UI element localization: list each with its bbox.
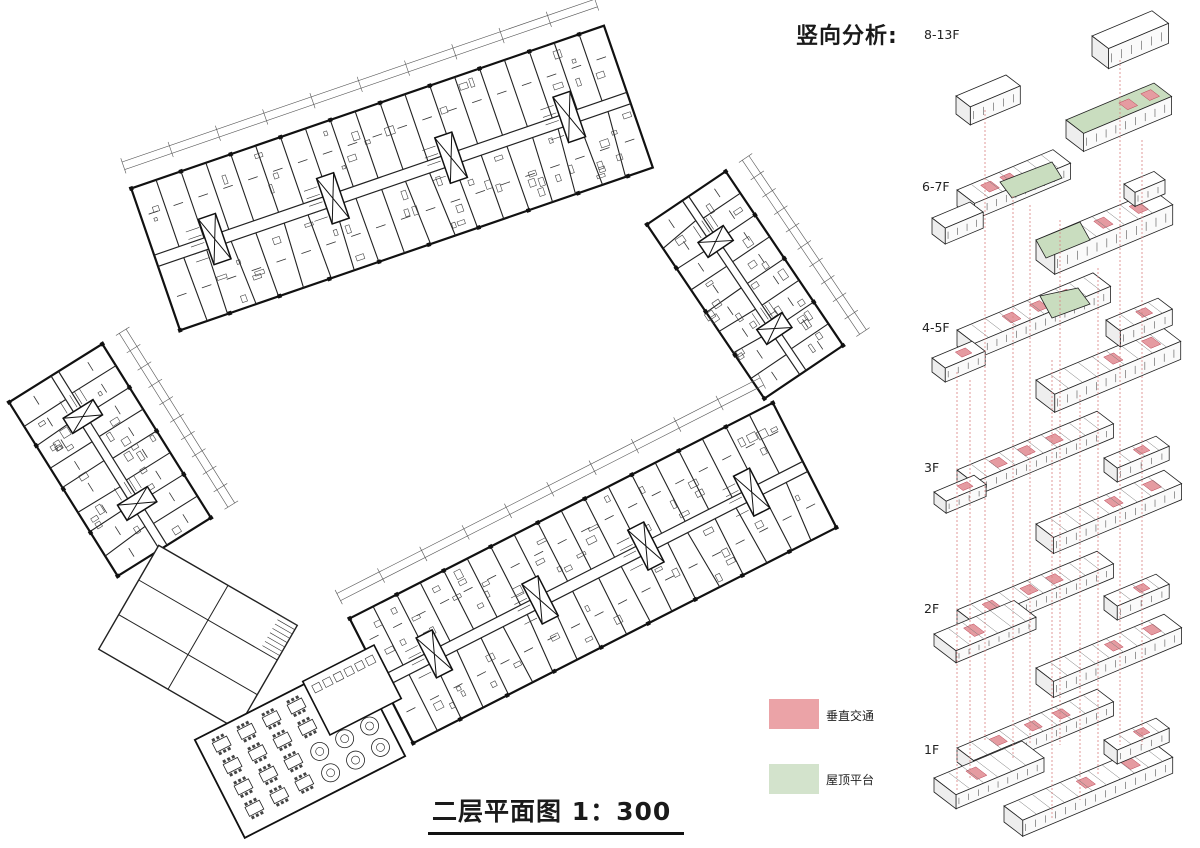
- east-wing: [644, 153, 870, 402]
- axo-6-7f-roof: [999, 161, 1063, 199]
- axo-8-13f-block-c: [1065, 82, 1173, 153]
- axo-8-13f-tower-b: [955, 74, 1022, 126]
- circulation-core: [1140, 336, 1162, 349]
- axo-1f-podium: [933, 740, 1045, 810]
- circulation-core: [954, 347, 973, 358]
- circulation-core: [1132, 445, 1151, 455]
- south-wing: [334, 374, 840, 746]
- legend-label-circulation: 垂直交通: [826, 709, 875, 723]
- circulation-core: [1001, 311, 1022, 324]
- circulation-core: [1103, 639, 1124, 652]
- circulation-core: [1142, 479, 1163, 492]
- axo-6-7f-roof-b: [1035, 221, 1091, 259]
- circulation-core: [956, 481, 974, 491]
- axo-6-7f-small: [931, 201, 984, 245]
- circulation-core: [1051, 708, 1071, 720]
- floor-label-8-13f: 8-13F: [924, 27, 960, 42]
- circulation-core: [1103, 495, 1124, 508]
- axo-6-7f-cap: [1123, 170, 1166, 208]
- stair-core: [303, 171, 351, 225]
- circulation-core: [1093, 216, 1114, 229]
- axo-2f-block-b: [1035, 613, 1183, 699]
- stair-core: [113, 475, 158, 522]
- axo-4-5f-cap: [1105, 297, 1174, 348]
- connector-block: [301, 644, 403, 736]
- axo-3f-block-a: [956, 410, 1115, 498]
- circulation-core: [1118, 98, 1139, 111]
- stair-core: [693, 214, 735, 259]
- stair-core: [751, 301, 794, 346]
- axo-4-5f-roof: [1039, 287, 1091, 319]
- axo-4-5f-block-b: [1035, 326, 1182, 414]
- legend-swatch-circulation: [769, 699, 819, 729]
- circulation-core: [1023, 720, 1043, 732]
- west-wing: [6, 326, 239, 579]
- circulation-core: [1142, 623, 1163, 636]
- vertical-analysis-title: 竖向分析:: [796, 24, 898, 49]
- stair-core: [616, 520, 666, 572]
- stair-core: [422, 131, 469, 185]
- circulation-core: [1103, 352, 1124, 365]
- axo-3f-block-b: [1035, 469, 1183, 555]
- axo-4-5f-small: [931, 340, 986, 383]
- axo-8-13f-tower-a: [1091, 10, 1170, 70]
- floor-label-2f: 2F: [924, 601, 940, 616]
- circulation-core: [1140, 89, 1161, 101]
- circulation-core: [1019, 583, 1039, 596]
- stair-core: [405, 628, 454, 679]
- stair-core: [59, 388, 104, 435]
- axo-1f-block-b: [1003, 742, 1174, 838]
- floor-label-4-5f: 4-5F: [922, 320, 950, 335]
- axo-2f-cap: [1103, 573, 1170, 621]
- circulation-core: [965, 766, 988, 780]
- podium-block: [97, 544, 299, 731]
- legend-swatch-roof-terrace: [769, 764, 819, 794]
- floor-label-1f: 1F: [924, 742, 940, 757]
- floor-label-3f: 3F: [924, 460, 940, 475]
- axo-4-5f-block-a: [956, 272, 1112, 361]
- legend-label-roof-terrace: 屋顶平台: [826, 773, 875, 787]
- floor-label-6-7f: 6-7F: [922, 179, 950, 194]
- axo-3f-small: [933, 474, 987, 515]
- north-wing: [120, 0, 655, 333]
- stair-core: [185, 212, 232, 266]
- axo-2f-podium: [933, 599, 1037, 664]
- axo-1f-cap: [1103, 717, 1170, 765]
- circulation-core: [1075, 776, 1097, 789]
- plan-title-underline: [428, 832, 684, 835]
- stair-core: [540, 90, 587, 144]
- stair-core: [510, 574, 560, 626]
- stair-core: [722, 467, 771, 518]
- plan-title: 二层平面图 1：300: [432, 797, 672, 826]
